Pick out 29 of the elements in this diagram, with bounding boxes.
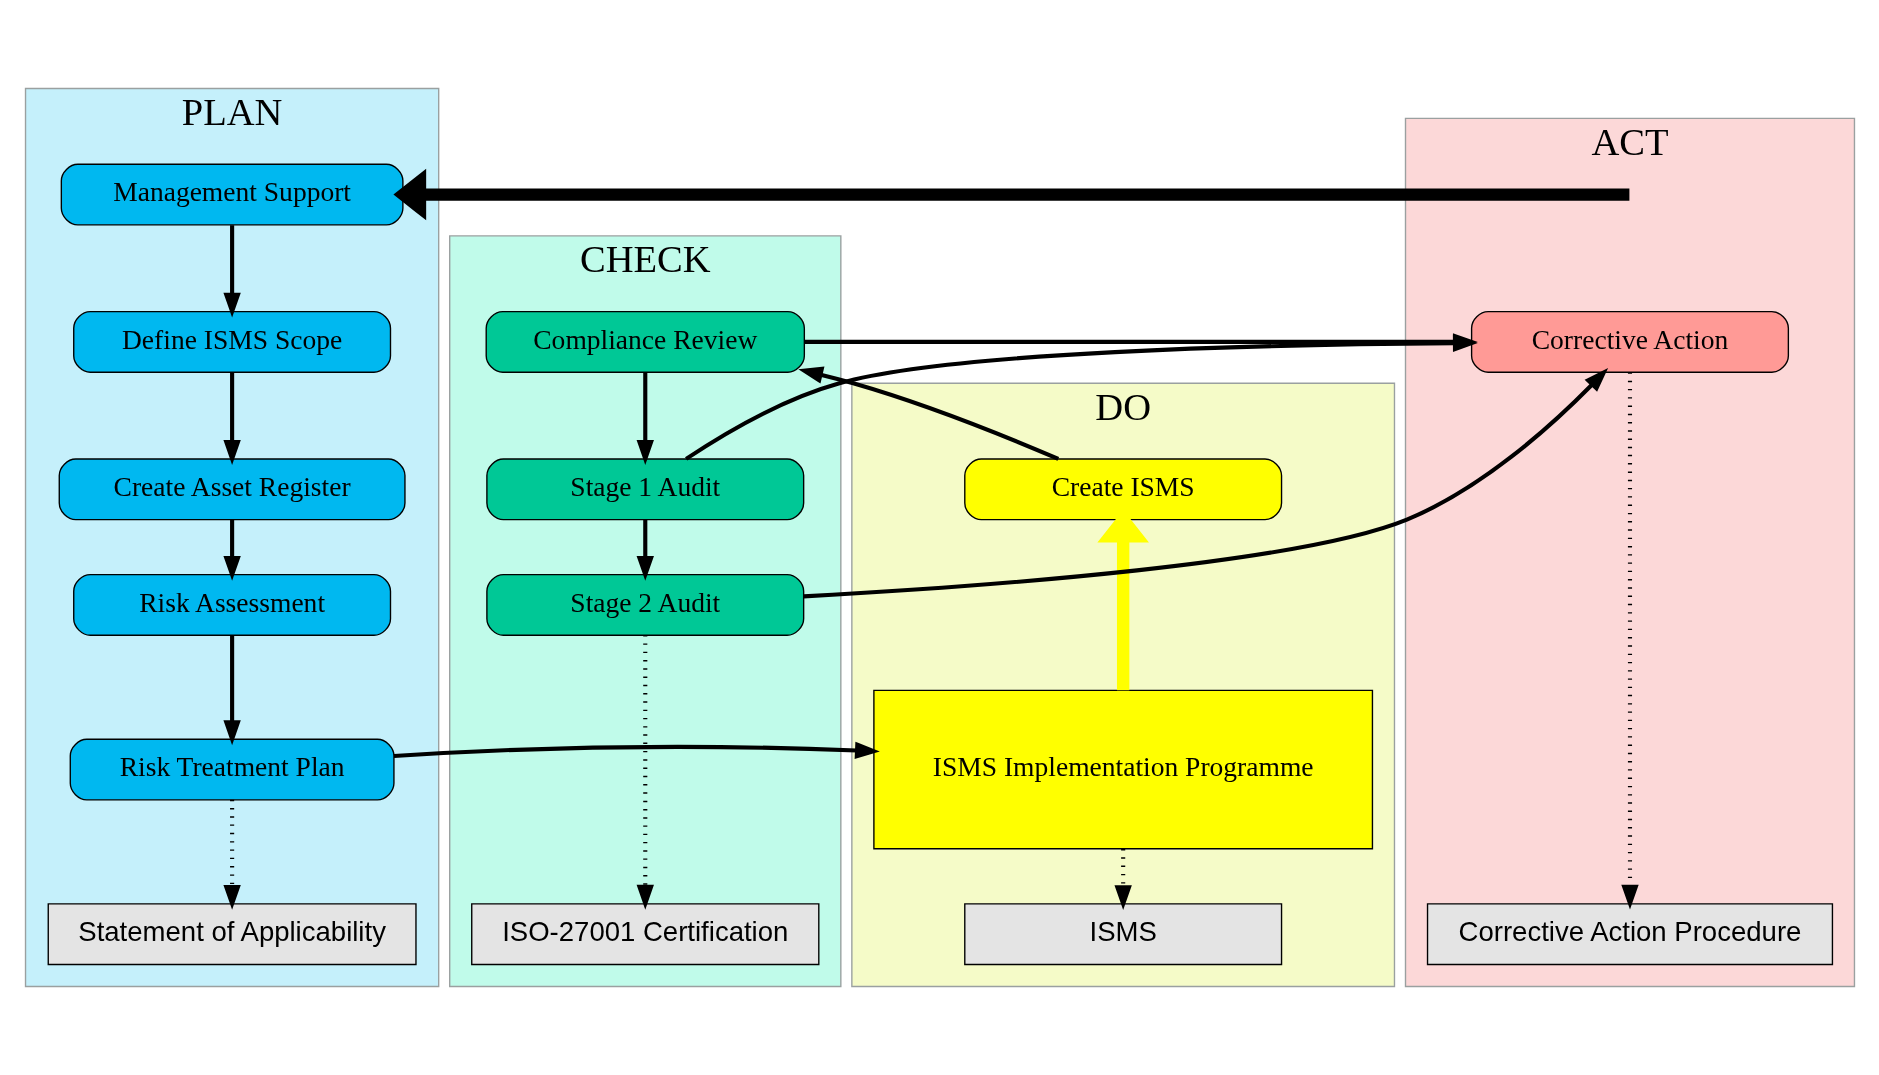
arrow xyxy=(393,741,880,760)
node-box: Corrective Action Procedure xyxy=(1426,903,1833,966)
arrow xyxy=(636,519,654,581)
arrow xyxy=(222,225,241,318)
node-box: Management Support xyxy=(60,163,404,226)
node-box: Corrective Action xyxy=(1470,310,1789,373)
arrow xyxy=(1620,372,1639,910)
arrow xyxy=(636,372,654,465)
arrow xyxy=(797,366,1059,461)
arrow xyxy=(392,168,1629,221)
node-box: Risk Assessment xyxy=(72,574,391,636)
arrow xyxy=(636,635,654,910)
node-box: ISO-27001 Certification xyxy=(470,903,819,966)
node-box: Stage 1 Audit xyxy=(485,458,804,521)
node-box: Create Asset Register xyxy=(58,458,406,521)
arrow xyxy=(222,372,241,465)
arrow xyxy=(222,635,241,746)
node-box: Create ISMS xyxy=(963,458,1282,521)
node-box: Compliance Review xyxy=(485,310,805,373)
arrow xyxy=(222,799,241,910)
node-box: ISMS Implementation Programme xyxy=(872,689,1373,850)
node-box: Risk Treatment Plan xyxy=(69,738,395,801)
node-box: Stage 2 Audit xyxy=(485,574,804,636)
node-box: Statement of Applicability xyxy=(47,903,417,966)
node-box: ISMS xyxy=(963,903,1282,966)
arrow xyxy=(222,519,241,581)
node-box: Define ISMS Scope xyxy=(72,310,391,373)
arrow xyxy=(803,367,1608,599)
arrow xyxy=(1114,849,1132,911)
